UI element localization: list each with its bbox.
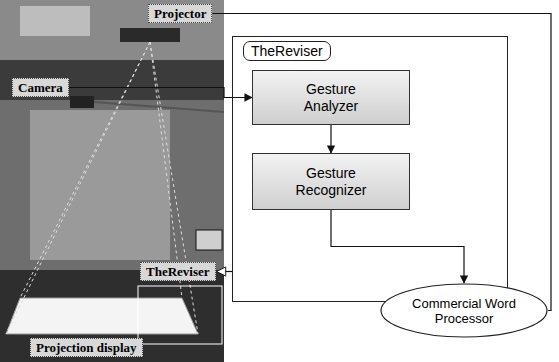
photo-label: Camera [12, 78, 69, 97]
projection-surface [6, 298, 198, 334]
ceiling [0, 0, 224, 60]
projector-body [120, 28, 180, 42]
reviser-bracket [138, 286, 222, 344]
node-label: Gesture Recognizer [286, 165, 376, 199]
photo-ground [0, 0, 224, 362]
node-label: Projection display [36, 340, 137, 355]
projection-ray [6, 42, 150, 334]
process-box: Gesture Recognizer [252, 153, 410, 210]
node-label: Projector [154, 6, 206, 21]
camera-rig [94, 102, 224, 112]
system-frame: TheReviserGesture AnalyzerGesture Recogn… [232, 36, 508, 302]
process-box: Gesture Analyzer [252, 70, 410, 125]
table [0, 270, 224, 362]
photo-label: Projector [148, 4, 212, 23]
connector-arrow [212, 14, 551, 311]
node-label: Commercial Word Processor [380, 296, 548, 326]
connector-arrow [217, 271, 232, 272]
node-label: Gesture Analyzer [286, 81, 376, 115]
ceiling-panel [20, 6, 90, 36]
photo-label: TheReviser [140, 262, 216, 281]
connector-arrow [69, 88, 252, 98]
projection-ray [150, 42, 198, 334]
application-ellipse: Commercial Word Processor [380, 283, 548, 338]
connector-arrow [331, 210, 464, 283]
frame-title: TheReviser [243, 41, 331, 61]
monitor [196, 230, 222, 250]
whiteboard [30, 110, 170, 260]
ellipse-outline [381, 284, 547, 337]
projection-ray [150, 42, 182, 298]
photo-label: Projection display [30, 338, 143, 357]
node-label: TheReviser [146, 264, 210, 279]
connector-arrow [330, 125, 331, 153]
camera-body [70, 96, 94, 108]
node-label: Camera [18, 80, 63, 95]
wall [0, 100, 224, 270]
